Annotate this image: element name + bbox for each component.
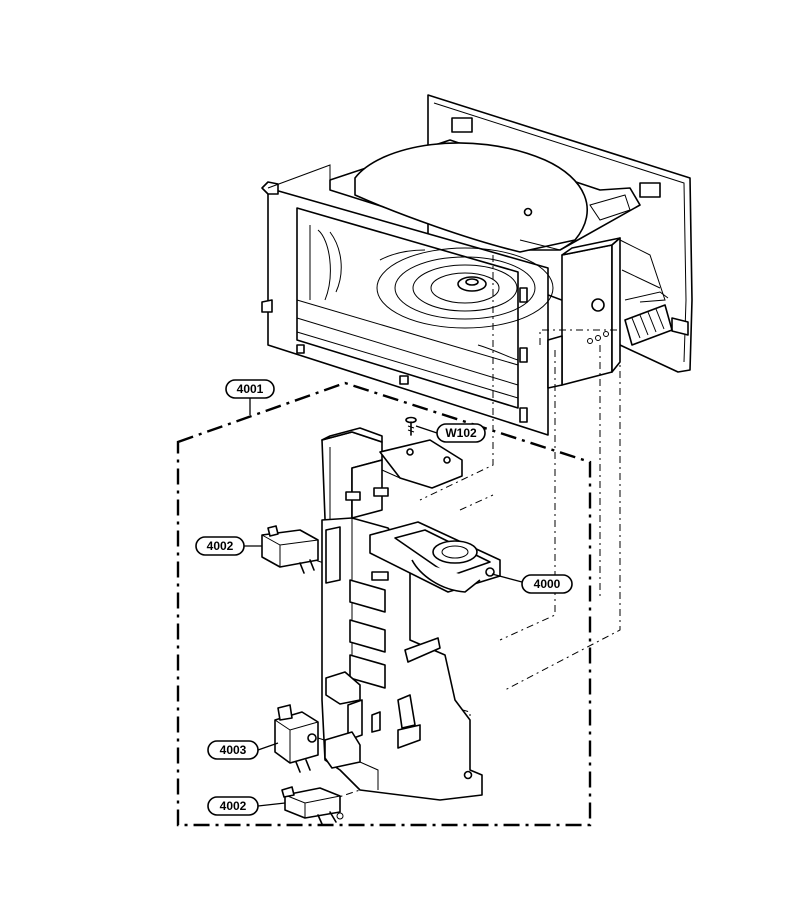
callout-label: 4002	[220, 799, 247, 813]
oven-cavity	[261, 94, 693, 436]
callout-assembly: 4001	[225, 379, 275, 415]
latch-bracket	[321, 427, 483, 801]
callout-label: 4002	[207, 539, 234, 553]
callout-label: 4003	[220, 743, 247, 757]
callout-label: 4001	[237, 382, 264, 396]
callout-switch-upper: 4002	[195, 536, 262, 556]
callout-screw: W102	[415, 423, 486, 443]
callout-lever: 4000	[491, 573, 573, 594]
callout-label: W102	[445, 426, 477, 440]
callout-switch-lower: 4002	[207, 796, 286, 816]
callout-label: 4000	[534, 577, 561, 591]
switch-upper-part	[261, 525, 319, 574]
assembly-boundary	[176, 381, 592, 827]
callout-switch-middle: 4003	[207, 740, 279, 760]
switch-lower-part	[281, 786, 344, 825]
switch-middle-part	[274, 704, 319, 773]
screw-part	[405, 416, 417, 436]
